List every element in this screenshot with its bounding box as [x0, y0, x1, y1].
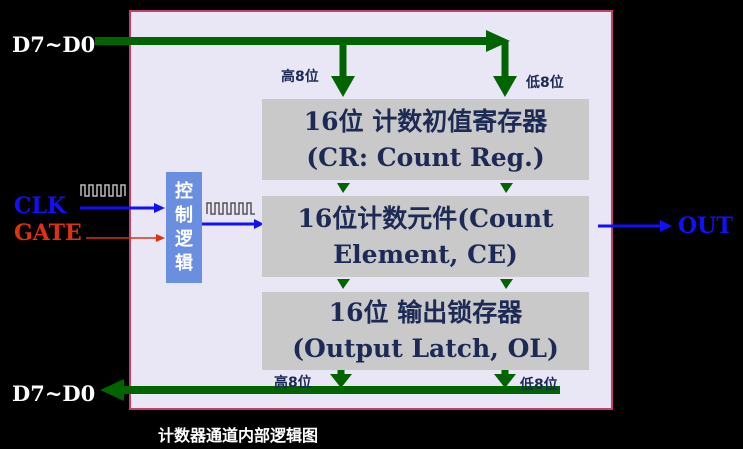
ce-to-ol-arrow-left	[337, 279, 350, 289]
cr-subtitle: (CR: Count Reg.)	[306, 142, 545, 172]
low-byte-in-label: 低8位	[526, 75, 564, 91]
ol-subtitle: (Output Latch, OL)	[292, 334, 559, 363]
clk-label: CLK	[14, 193, 67, 219]
ce-clock-waveform	[206, 202, 255, 215]
ce-to-ol-arrow-right	[500, 279, 513, 289]
high-byte-in-arrow	[331, 76, 355, 97]
out-label: OUT	[678, 213, 733, 239]
high-byte-in-label: 高8位	[281, 69, 319, 85]
low-byte-out-label: 低8位	[520, 377, 558, 393]
control-char: 控	[175, 180, 193, 202]
control-char: 逻	[175, 228, 193, 250]
control-char: 制	[175, 204, 193, 226]
high-byte-out-label: 高8位	[274, 375, 312, 391]
cr-to-ce-arrow-left	[337, 183, 350, 193]
clk-waveform	[80, 184, 126, 197]
input-data-bus	[95, 30, 517, 97]
low-byte-in-arrow	[493, 76, 517, 97]
count-element-block: 16位计数元件(Count Element, CE)	[262, 196, 589, 277]
cr-to-ce-arrow-right	[500, 183, 513, 193]
cr-title: 16位 计数初值寄存器	[303, 106, 548, 136]
gate-arrow	[156, 234, 165, 242]
bus-in-label: D7~D0	[12, 32, 96, 57]
output-latch-block: 16位 输出锁存器 (Output Latch, OL)	[262, 292, 589, 370]
ol-title: 16位 输出锁存器	[328, 298, 523, 327]
diagram-caption: 计数器通道内部逻辑图	[158, 426, 319, 445]
count-register-block: 16位 计数初值寄存器 (CR: Count Reg.)	[262, 99, 589, 180]
ce-subtitle: Element, CE)	[333, 239, 518, 269]
gate-label: GATE	[14, 220, 82, 246]
ce-title: 16位计数元件(Count	[297, 203, 554, 233]
output-data-bus	[100, 370, 560, 401]
control-char: 辑	[175, 252, 193, 274]
out-arrow	[660, 220, 672, 232]
bus-out-label: D7~D0	[12, 381, 96, 406]
control-logic-block: 控 制 逻 辑	[166, 172, 202, 283]
clk-signal	[80, 184, 165, 213]
control-to-ce-signal	[202, 202, 264, 229]
